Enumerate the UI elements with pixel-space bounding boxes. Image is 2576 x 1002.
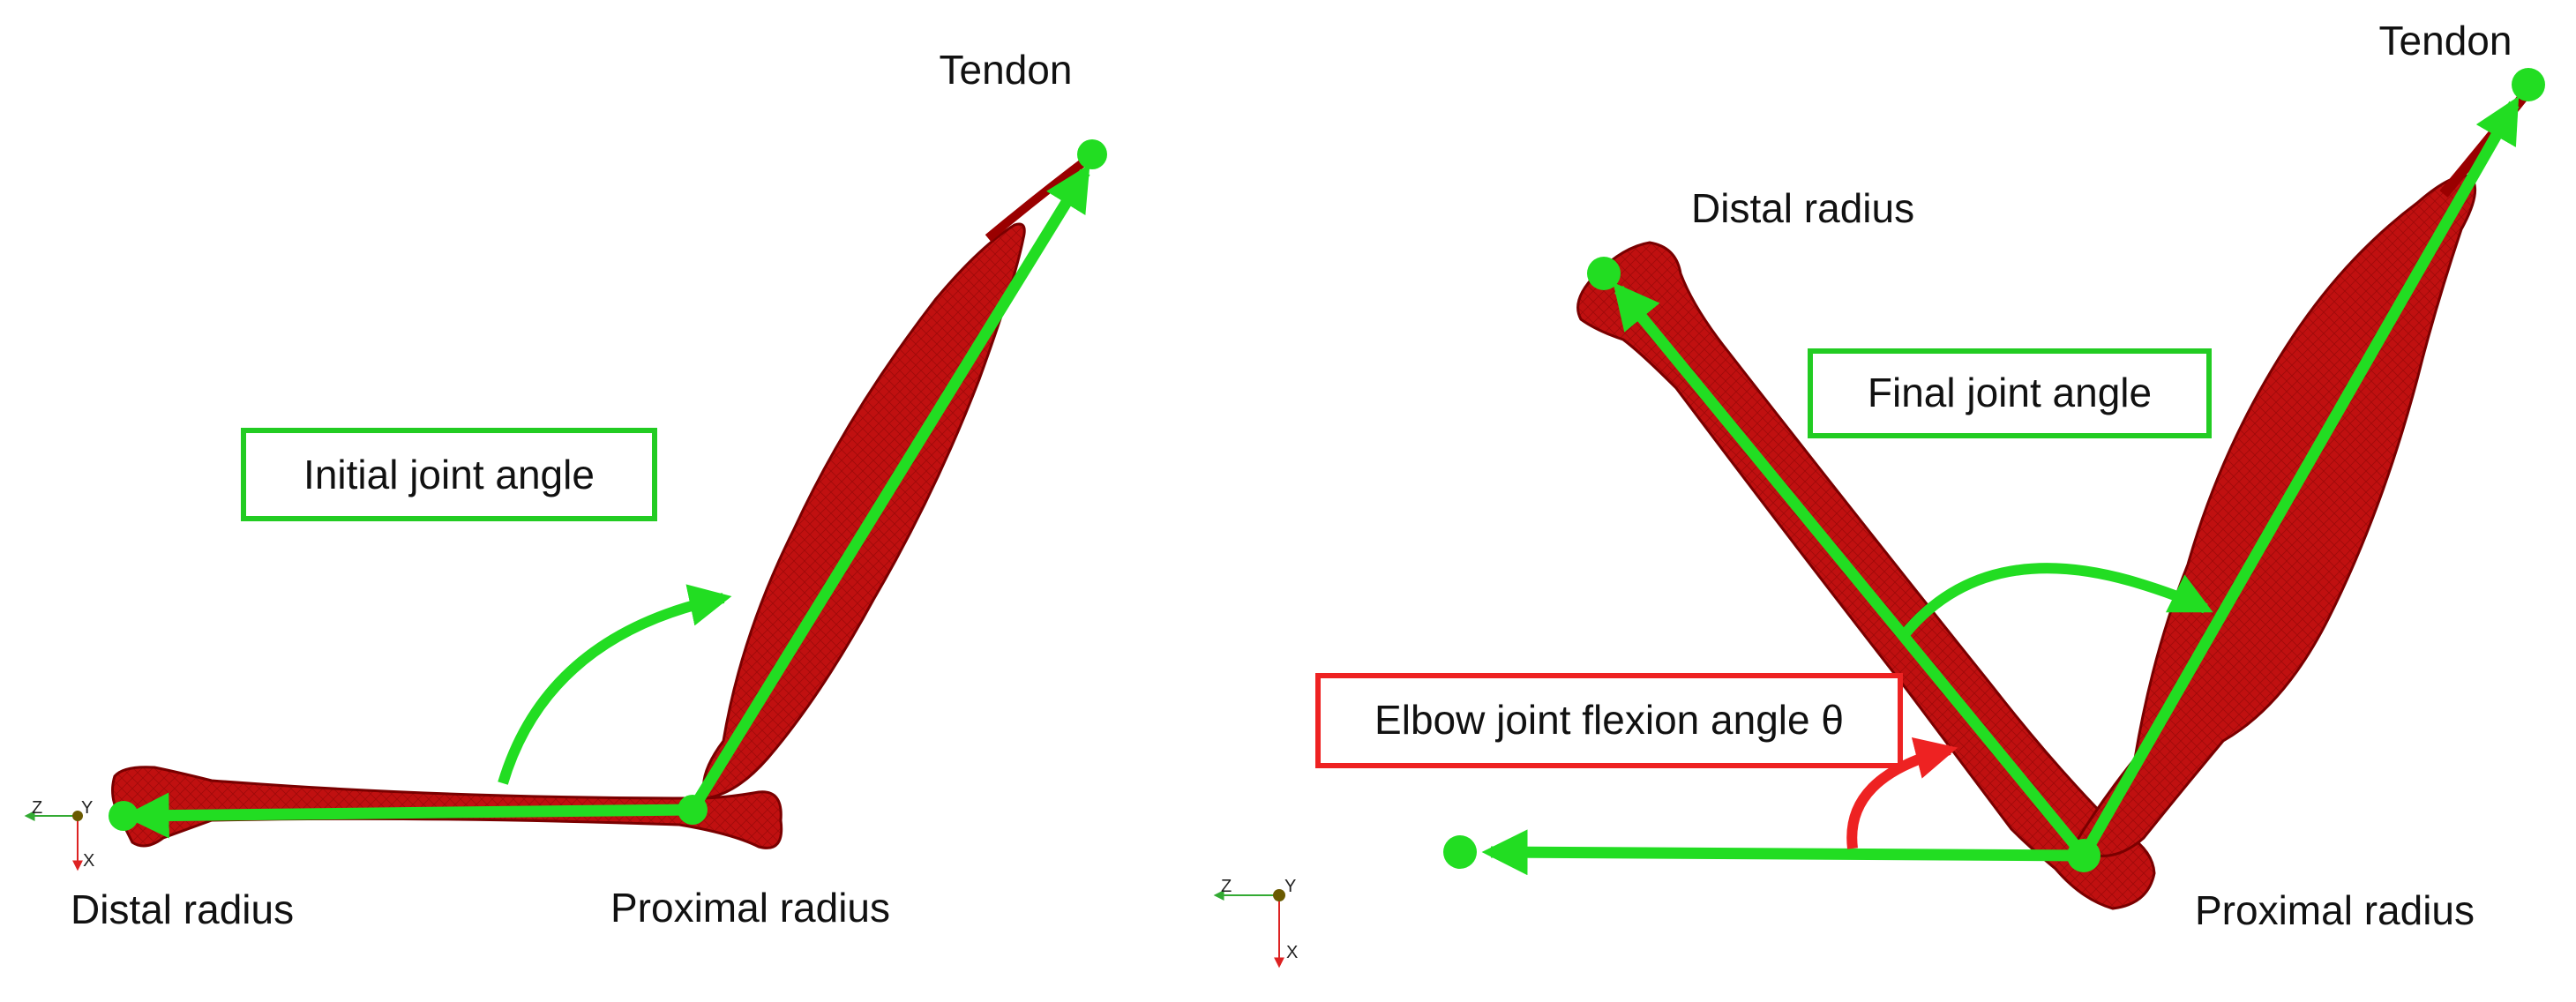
- reference-vector: [1481, 829, 2085, 876]
- tendon-label: Tendon: [2379, 18, 2512, 64]
- flexion-angle-arc: [1846, 737, 1958, 849]
- final-angle-arc: [1901, 563, 2213, 637]
- axis-z-label: Z: [1221, 877, 1232, 896]
- distal-point: [109, 801, 139, 831]
- distal-vector: [1613, 281, 2089, 860]
- axis-triad: Z Y X: [1213, 877, 1298, 968]
- flexion-angle-box: [1315, 673, 1903, 768]
- flexion-angle-label: Elbow joint flexion angle θ: [1374, 697, 1844, 743]
- reference-point: [1443, 835, 1477, 869]
- proximal-point: [2067, 839, 2100, 872]
- tendon-point: [2512, 68, 2545, 101]
- tendon-label: Tendon: [940, 47, 1073, 93]
- distal-radius-label: Distal radius: [71, 886, 294, 932]
- proximal-point: [678, 795, 708, 825]
- proximal-radius-label: Proximal radius: [2195, 887, 2475, 933]
- axis-x-label: X: [1286, 943, 1298, 962]
- distal-radius-label: Distal radius: [1691, 185, 1914, 231]
- tendon-strand: [985, 151, 1097, 242]
- initial-angle-label: Initial joint angle: [303, 452, 595, 497]
- axis-y-label: Y: [1284, 877, 1296, 896]
- initial-angle-arc: [498, 584, 732, 785]
- axis-x-label: X: [83, 851, 94, 871]
- tendon-point: [1077, 139, 1107, 169]
- axis-y-label: Y: [81, 798, 93, 818]
- distal-point: [1587, 257, 1621, 290]
- final-angle-box: [1808, 348, 2212, 438]
- tendon-vector: [687, 164, 1090, 813]
- panel-final: Final joint angle Elbow joint flexion an…: [1213, 18, 2545, 968]
- axis-z-label: Z: [32, 798, 42, 818]
- distal-vector: [123, 792, 693, 839]
- final-angle-label: Final joint angle: [1868, 370, 2152, 415]
- axis-triad: Z Y X: [24, 798, 94, 871]
- proximal-radius-label: Proximal radius: [610, 885, 890, 931]
- panel-initial: Initial joint angle Tendon Distal radius…: [24, 47, 1107, 932]
- initial-angle-box: [241, 428, 657, 521]
- tendon-vector: [2078, 95, 2520, 859]
